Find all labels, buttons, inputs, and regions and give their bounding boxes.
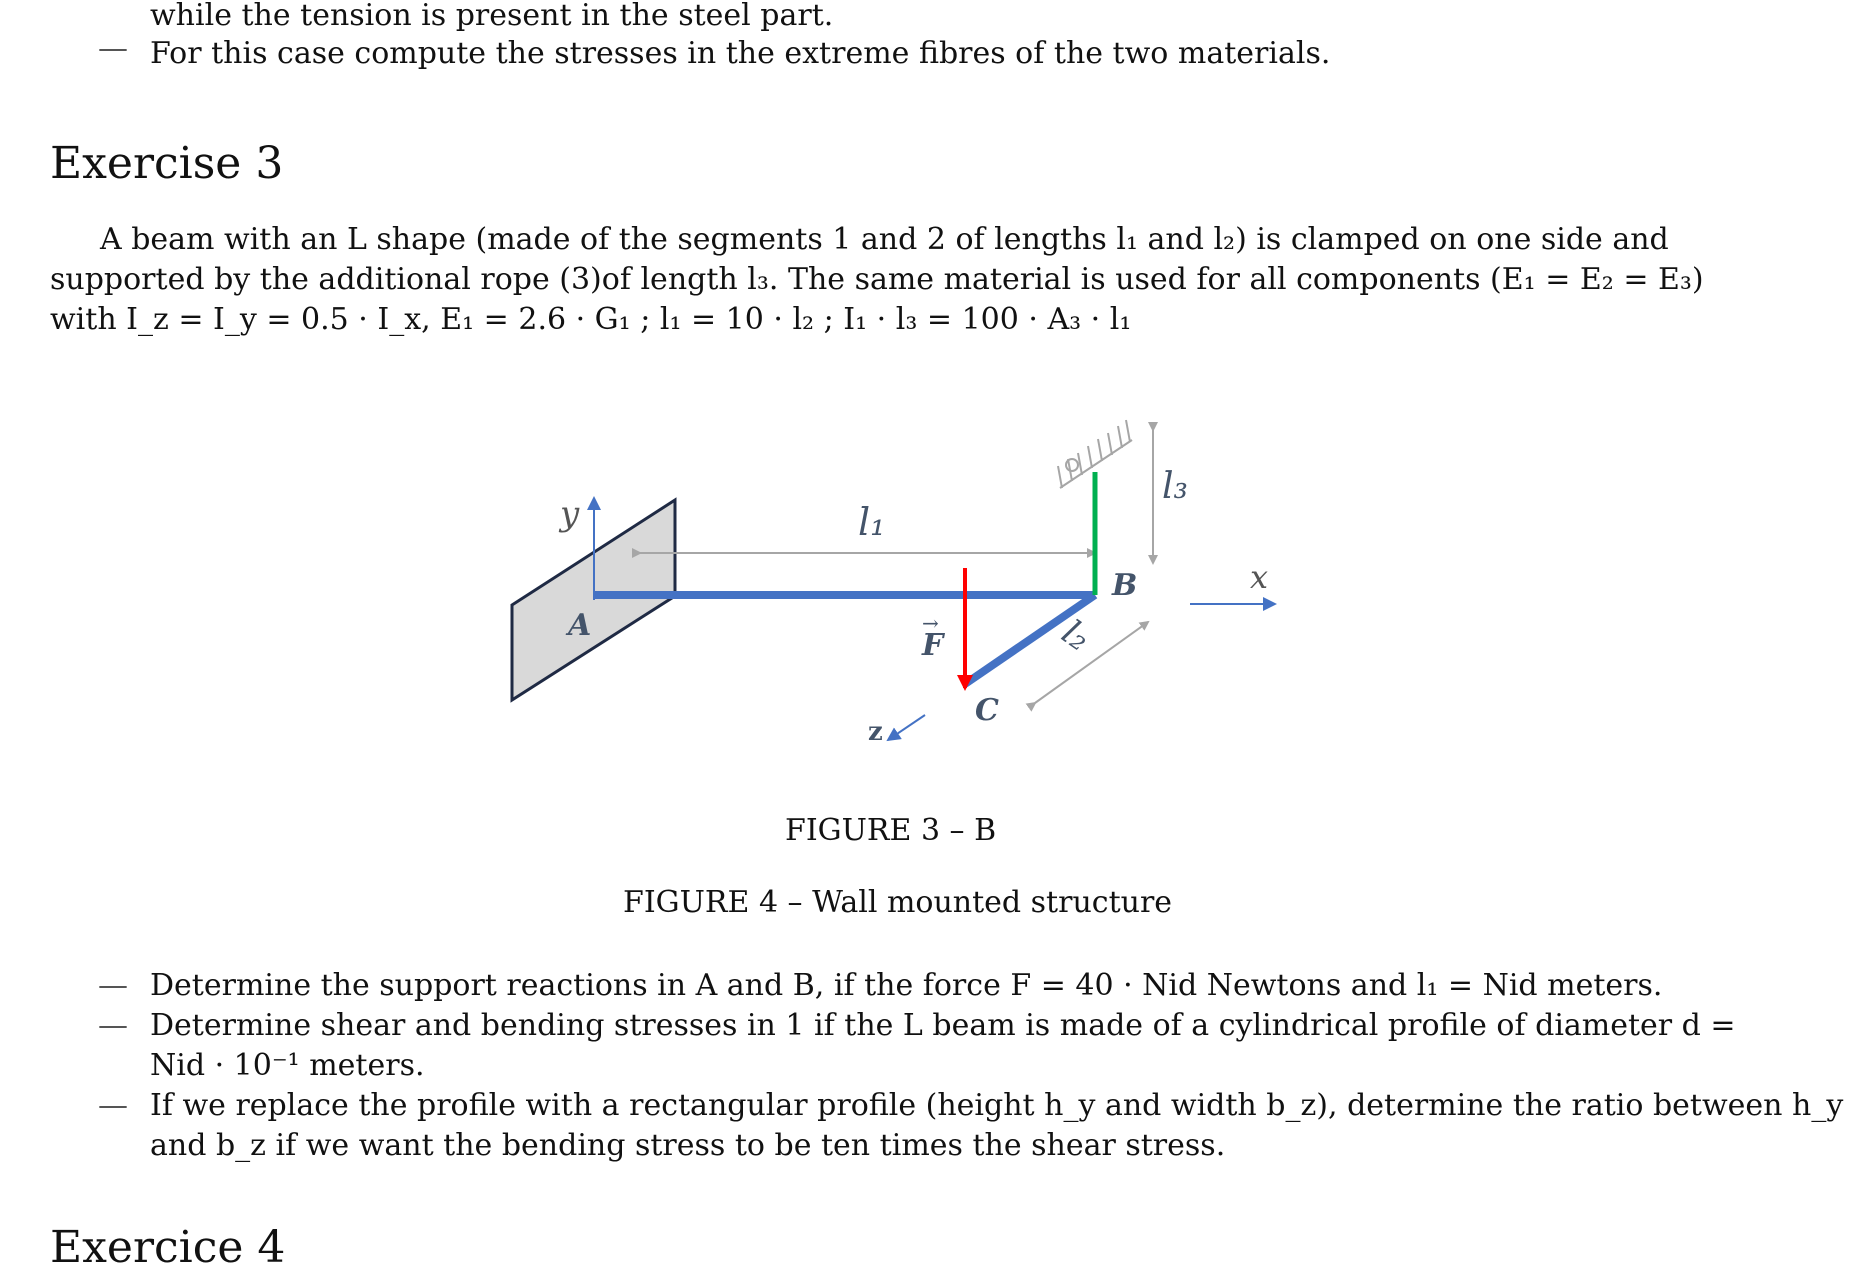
force-vector-mark: →	[922, 611, 939, 635]
y-axis-label: y	[558, 494, 580, 534]
x-axis-label: x	[1250, 558, 1268, 596]
list-dash: —	[98, 31, 128, 66]
point-a-label: A	[565, 608, 591, 643]
point-c-label: C	[975, 693, 999, 728]
exercise-3-para-line-2: supported by the additional rope (3)of l…	[50, 262, 1704, 297]
rope-anchor-support	[1057, 419, 1133, 489]
wall-mounted-structure-figure: y A l₁ l₂ l₃ B x F → C z	[510, 419, 1277, 747]
task-3-line-2: and b_z if we want the bending stress to…	[150, 1128, 1226, 1163]
figure-3b-caption: FIGURE 3 – B	[785, 813, 996, 849]
figure-3b-caption-text: FIGURE 3 – B	[785, 813, 997, 848]
z-axis-arrow	[886, 714, 926, 742]
task-3-line-1: If we replace the profile with a rectang…	[150, 1088, 1844, 1123]
task-2-line-2: Nid · 10⁻¹ meters.	[150, 1048, 425, 1083]
exercise-4-heading: Exercice 4	[50, 1222, 286, 1273]
exercise-3-para-line-1: A beam with an L shape (made of the segm…	[100, 222, 1669, 257]
list-dash: —	[98, 1008, 128, 1043]
point-b-label: B	[1111, 568, 1137, 603]
task-2-line-1: Determine shear and bending stresses in …	[150, 1008, 1736, 1043]
l3-label: l₃	[1162, 466, 1188, 507]
intro-line-1: while the tension is present in the stee…	[150, 0, 834, 33]
intro-line-2: For this case compute the stresses in th…	[150, 36, 1331, 71]
l2-dimension-line	[1025, 620, 1150, 712]
figure-4-caption: FIGURE 4 – Wall mounted structure	[623, 885, 1172, 921]
list-dash: —	[98, 1088, 128, 1123]
exercise-3-heading: Exercise 3	[50, 138, 284, 189]
force-label: F	[921, 628, 946, 663]
l1-label: l₁	[858, 500, 885, 544]
z-axis-label: z	[868, 717, 883, 747]
list-dash: —	[98, 968, 128, 1003]
figure-4-caption-text: Wall mounted structure	[812, 885, 1173, 920]
exercise-3-para-line-3: with I_z = I_y = 0.5 · I_x, E₁ = 2.6 · G…	[50, 302, 1132, 337]
figure-4-caption-prefix: FIGURE 4 –	[623, 885, 803, 920]
task-1: Determine the support reactions in A and…	[150, 968, 1663, 1003]
